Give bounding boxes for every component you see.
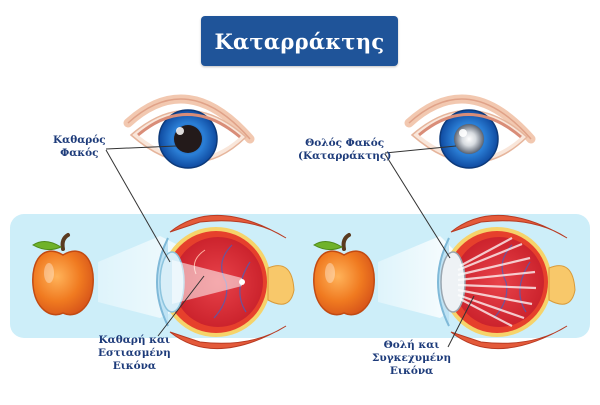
cloudy-pupil [454,124,484,154]
cloudy-lens-label: Θολός Φακός (Καταρράκτης) [298,137,392,162]
focus-point [239,279,245,285]
cloudy-lens [440,251,466,313]
pointer-lines [105,145,475,348]
clear-eye-front-view [123,94,255,169]
lower-muscle [169,325,287,349]
clear-image-label: Καθαρή και Εστιασμένη Εικόνα [98,334,171,372]
optic-nerve [267,265,295,305]
upper-muscle [169,215,287,239]
vitreous-body [454,237,544,327]
blurry-image-label: Θολή και Συγκεχυμένη Εικόνα [372,339,452,377]
clear-eye-cross-section [98,215,295,349]
lower-muscle [450,325,568,349]
apple-right [313,233,375,316]
scattered-rays [457,237,537,327]
title-banner: Καταρράκτης [201,16,398,66]
apple-left [32,233,94,316]
optic-nerve [548,265,576,305]
page-title: Καταρράκτης [214,28,385,54]
cataract-eye-front-view [404,94,536,169]
cataract-eye-cross-section [378,215,576,349]
upper-muscle [450,215,568,239]
clear-lens-label: Καθαρός Φακός [53,134,106,159]
